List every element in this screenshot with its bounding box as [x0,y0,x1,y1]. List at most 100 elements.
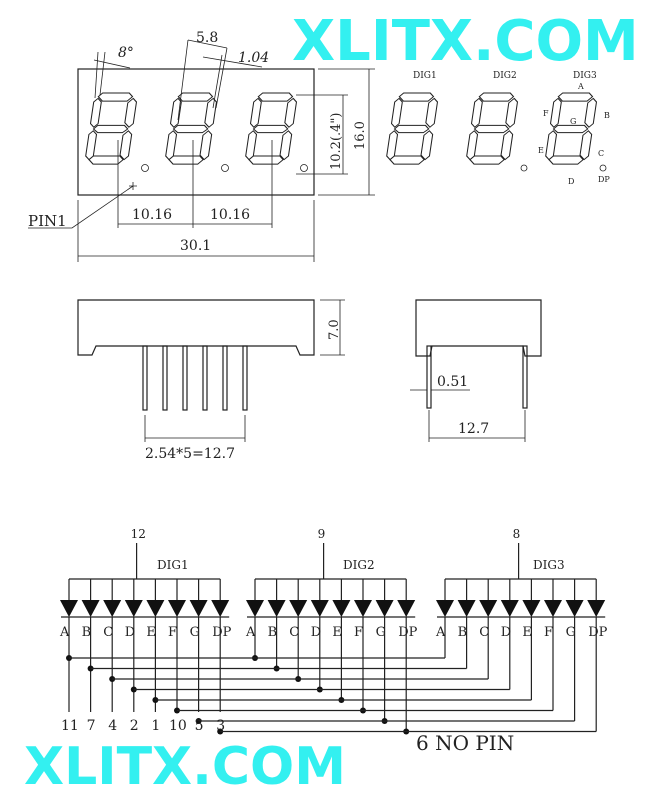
led-diode-c [289,600,308,617]
dig1-label: DIG1 [413,71,437,81]
segment-label: B [458,625,468,640]
digit-label: DIG1 [157,558,189,572]
dig3-label: DIG3 [573,71,597,81]
side-pin [242,345,248,411]
led-diode-d [124,600,143,617]
led-diode-dp [587,600,606,617]
watermark-bottom: XLITX.COM [24,737,346,788]
led-diode-d [310,600,329,617]
led-diode-f [168,600,186,617]
segment-pin-number: 10 [169,718,187,734]
led-diode-e [332,600,351,617]
led-diode-g [375,600,394,617]
segment-label: E [146,625,156,640]
decimal-point-3 [300,164,308,172]
segment-width-dimension: 1.04 [238,50,269,66]
side-view: 7.0 2.54*5=12.7 [77,299,345,462]
end-pin-right [522,345,528,409]
dig2-label: DIG2 [493,71,517,81]
segment-label: G [566,625,576,640]
pin-width-dimension: 0.51 [437,374,468,390]
dig2-dp [520,164,528,172]
led-diode-a [436,600,454,617]
segment-label: D [311,625,321,640]
led-diode-e [146,600,165,617]
segment-pin-number: 5 [195,718,204,734]
digit-2-outline [163,92,219,165]
pitch-dimension-2: 10.16 [210,207,250,223]
digit-3-outline [243,92,299,165]
top-view: 8° 5.8 1.04 10.2(.4") 16.0 10.16 10.16 3… [28,30,375,262]
segment-label: F [354,625,363,640]
segment-label: A [435,625,446,640]
no-pin-note: 6 NO PIN [416,731,514,755]
segment-g-label: G [570,117,576,126]
led-diode-f [354,600,372,617]
dig3-dp [599,164,607,172]
segment-label: A [59,625,70,640]
segment-d-label: D [568,177,574,186]
segment-pin-number: 2 [130,718,139,734]
led-diode-c [103,600,122,617]
segment-identification-view: DIG1 DIG2 DIG3 A B C D E F G DP [384,71,610,186]
dig3-outline [543,92,599,165]
segment-label: B [82,625,92,640]
side-pin [182,345,188,411]
segment-c-label: C [598,149,604,158]
common-pin-number: 12 [131,527,146,541]
decimal-point-1 [141,164,149,172]
segment-label: DP [212,625,231,640]
decimal-point-2 [221,164,229,172]
segment-label: C [103,625,113,640]
led-diode-g [189,600,208,617]
led-diode-b [457,600,476,617]
dig2-outline [464,92,520,165]
segment-label: F [168,625,177,640]
watermark-top: XLITX.COM [292,9,639,74]
segment-label: G [376,625,386,640]
dig1-outline [384,92,440,165]
led-diode-b [267,600,286,617]
led-diode-c [479,600,498,617]
side-pin [222,345,228,411]
led-diode-a [246,600,264,617]
angle-dimension: 8° [118,45,134,61]
pin1-label: PIN1 [28,212,67,230]
common-pin-number: 9 [318,527,326,541]
segment-pin-number: 3 [216,718,225,734]
segment-b-label: B [604,111,610,120]
segment-label: E [332,625,342,640]
led-diode-a [60,600,78,617]
segment-pin-number: 1 [151,718,160,734]
body-height-dimension: 16.0 [353,121,368,150]
digit-1-outline [83,92,139,165]
segment-label: B [268,625,278,640]
led-diode-e [522,600,541,617]
segment-label: DP [398,625,417,640]
segment-f-label: F [543,109,549,118]
pitch-dimension-1: 10.16 [132,207,172,223]
side-pin [162,345,168,411]
side-pin [142,345,148,411]
led-diode-b [81,600,100,617]
segment-a-label: A [577,82,584,91]
segment-label: E [522,625,532,640]
segment-label: C [479,625,489,640]
common-pin-number: 8 [513,527,521,541]
segment-label: F [544,625,553,640]
led-diode-g [565,600,584,617]
display-body-outline [77,68,315,196]
segment-label: D [501,625,511,640]
segment-label: C [289,625,299,640]
body-width-dimension: 30.1 [180,238,211,254]
segment-pin-number: 7 [87,718,96,734]
segment-pin-number: 11 [61,718,79,734]
digit-label: DIG3 [533,558,565,572]
led-diode-dp [211,600,230,617]
led-diode-d [500,600,519,617]
digit-height-dimension: 10.2(.4") [329,113,344,170]
segment-label: D [125,625,135,640]
end-view: 0.51 12.7 [410,299,542,442]
